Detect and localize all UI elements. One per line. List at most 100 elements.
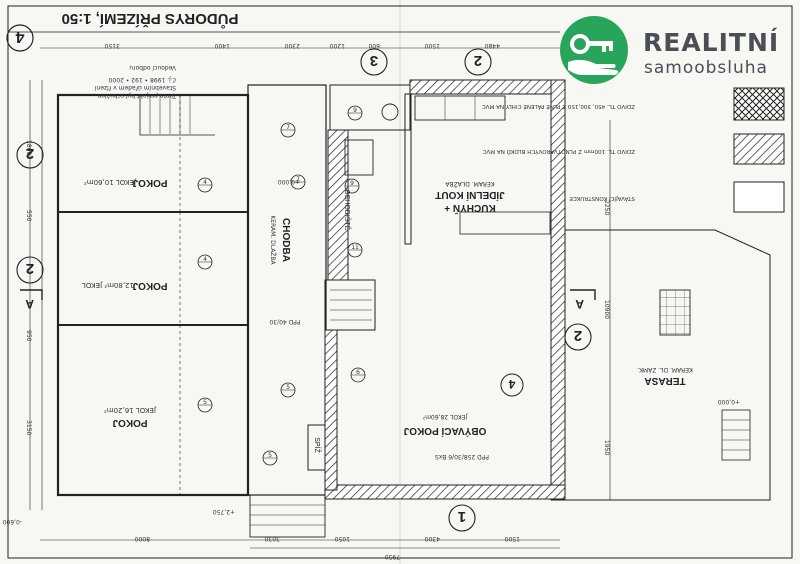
legend-swatch-cross bbox=[733, 87, 785, 121]
stair-central bbox=[330, 289, 372, 321]
finish-code-1: PPD 258/30/6 BxS bbox=[435, 453, 489, 460]
svg-text:3030: 3030 bbox=[265, 535, 280, 542]
svg-text:4: 4 bbox=[203, 256, 207, 263]
svg-text:Stavebním úřadem v řízení: Stavebním úřadem v řízení bbox=[94, 84, 176, 91]
svg-text:-0,600: -0,600 bbox=[2, 518, 22, 525]
svg-text:4: 4 bbox=[203, 179, 207, 186]
room-spiz: SPÍŽ bbox=[313, 437, 322, 453]
entrance-steps bbox=[249, 494, 326, 538]
svg-text:10900: 10900 bbox=[603, 300, 610, 319]
svg-text:1500: 1500 bbox=[425, 42, 440, 49]
svg-text:7950: 7950 bbox=[385, 553, 400, 560]
room-obyvaci-name: OBÝVACÍ POKOJ bbox=[404, 425, 487, 438]
approval-stamp: Tento projekt byl schválen Stavebním úřa… bbox=[94, 64, 177, 99]
svg-text:1950: 1950 bbox=[603, 440, 610, 455]
room-kuchyn-name2: JÍDELNÍ KOUT bbox=[435, 189, 504, 202]
svg-text:2: 2 bbox=[574, 327, 582, 344]
room-pokoj-bottom-name: POKOJ bbox=[112, 417, 147, 428]
svg-text:3150: 3150 bbox=[105, 42, 120, 49]
axis-markers: 1 2 3 2 2 2 bbox=[16, 48, 592, 532]
sheet-number-circle bbox=[6, 24, 34, 52]
terrace: TERASA KERAM. DL. ZÁMK. bbox=[565, 229, 771, 501]
brand-logo: REALITNÍ samoobsluha bbox=[558, 14, 790, 86]
room-schodiste: SCHODIŠTĚ bbox=[343, 190, 352, 231]
room-chodba-note: KERAM. DLAŽBA bbox=[269, 215, 277, 265]
svg-text:9: 9 bbox=[350, 180, 354, 187]
svg-text:9: 9 bbox=[353, 107, 357, 114]
shower-symbol bbox=[344, 139, 374, 176]
legend-text-cross: ZDIVO TL. 450, 300,150 Z PLNÉ PÁLENÉ CIH… bbox=[482, 103, 635, 111]
room-pokoj-top-name: POKOJ bbox=[132, 177, 167, 188]
room-pokoj-mid-name: POKOJ bbox=[132, 280, 167, 291]
svg-text:6: 6 bbox=[356, 369, 360, 376]
room-obyvaci-note: JEKOL 28,60m² bbox=[422, 413, 468, 420]
room-pokoj-mid-note: 12,80m² JEKOL bbox=[82, 281, 134, 289]
sheet-border bbox=[7, 5, 793, 559]
svg-text:1800: 1800 bbox=[25, 140, 32, 155]
toilet-symbol bbox=[381, 103, 399, 121]
room-kuchyn-name: KUCHYŇ + bbox=[444, 202, 496, 215]
corridor-block: CHODBA KERAM. DLAŽBA SCHODIŠTĚ SPÍŽ bbox=[247, 84, 411, 538]
room-chodba-name: CHODBA bbox=[280, 218, 291, 262]
door-marks: 4 4 5 5 5 6 7 7 9 9 11 8 bbox=[197, 105, 366, 466]
svg-text:11: 11 bbox=[351, 244, 359, 251]
svg-text:1: 1 bbox=[458, 508, 466, 525]
room-pokoj-bottom-note: JEKOL 16,20m² bbox=[104, 406, 157, 414]
room-kuchyn-note: KERAM. DLAŽBA bbox=[444, 180, 494, 188]
room-terasa-note: KERAM. DL. ZÁMK. bbox=[637, 366, 693, 373]
svg-text:1050: 1050 bbox=[335, 535, 350, 542]
legend-text-empty: STÁVAJÍCÍ KONSTRUKCE bbox=[569, 195, 635, 202]
svg-text:Tento projekt byl schválen: Tento projekt byl schválen bbox=[97, 92, 177, 99]
legend-swatch-diagonal bbox=[733, 133, 785, 165]
stair-top-left bbox=[139, 95, 215, 136]
svg-text:1500: 1500 bbox=[505, 535, 520, 542]
brand-name: REALITNÍ bbox=[643, 28, 780, 57]
room-pokoj-top-note: JEKOL 10,60m² bbox=[84, 178, 137, 186]
hand-key-icon bbox=[560, 16, 628, 84]
svg-text:3: 3 bbox=[370, 52, 378, 69]
svg-text:5: 5 bbox=[203, 399, 207, 406]
svg-text:5: 5 bbox=[268, 452, 272, 459]
svg-text:+2,750: +2,750 bbox=[213, 508, 235, 515]
legend-swatch-empty bbox=[733, 181, 785, 213]
legend-text-diagonal: ZDIVO TL. 100mm Z PLNOTVAROVÝCH BLOKŮ NA… bbox=[482, 148, 635, 155]
svg-text:600: 600 bbox=[368, 42, 380, 49]
svg-text:8000: 8000 bbox=[135, 535, 150, 542]
new-extension: KUCHYŇ + JÍDELNÍ KOUT KERAM. DLAŽBA OBÝV… bbox=[269, 79, 566, 501]
dimension-labels: 2300 1400 3150 1200 600 1500 4480 10900 … bbox=[2, 42, 740, 560]
svg-text:A: A bbox=[575, 297, 584, 311]
svg-text:2: 2 bbox=[26, 260, 34, 277]
svg-text:1200: 1200 bbox=[330, 42, 345, 49]
svg-text:+0,000: +0,000 bbox=[718, 398, 740, 405]
svg-text:7: 7 bbox=[296, 176, 300, 183]
terrace-grid bbox=[659, 289, 691, 336]
room-terasa-name: TERASA bbox=[644, 375, 685, 386]
svg-text:4480: 4480 bbox=[485, 42, 500, 49]
svg-text:Vedoucí odboru: Vedoucí odboru bbox=[129, 64, 176, 71]
svg-text:3150: 3150 bbox=[25, 420, 32, 435]
axis-4-marker: 4 bbox=[500, 373, 524, 397]
svg-text:1400: 1400 bbox=[215, 42, 230, 49]
svg-text:2: 2 bbox=[26, 145, 34, 162]
svg-text:4: 4 bbox=[508, 377, 515, 391]
svg-text:č.j. 1998 • 192 • 2000: č.j. 1998 • 192 • 2000 bbox=[108, 76, 176, 83]
svg-text:2300: 2300 bbox=[285, 42, 300, 49]
svg-text:2250: 2250 bbox=[603, 200, 610, 215]
svg-text:±0,000: ±0,000 bbox=[278, 178, 300, 185]
svg-text:A: A bbox=[25, 297, 34, 311]
svg-text:5: 5 bbox=[286, 384, 290, 391]
finish-code-2: PPD 40/30 bbox=[269, 318, 300, 325]
svg-text:550: 550 bbox=[25, 210, 32, 222]
svg-text:7: 7 bbox=[286, 124, 290, 131]
plan-title: PŮDORYS PŘÍZEMÍ, 1:50 bbox=[62, 10, 239, 29]
legend: ZDIVO TL. 450, 300,150 Z PLNÉ PÁLENÉ CIH… bbox=[482, 87, 785, 213]
terrace-steps bbox=[721, 409, 751, 461]
svg-text:950: 950 bbox=[25, 330, 32, 342]
svg-text:4300: 4300 bbox=[425, 535, 440, 542]
kitchen-counter bbox=[414, 95, 506, 121]
svg-text:2: 2 bbox=[474, 52, 482, 69]
sheet-number: 4 bbox=[15, 28, 24, 45]
dining-bench bbox=[459, 211, 551, 235]
